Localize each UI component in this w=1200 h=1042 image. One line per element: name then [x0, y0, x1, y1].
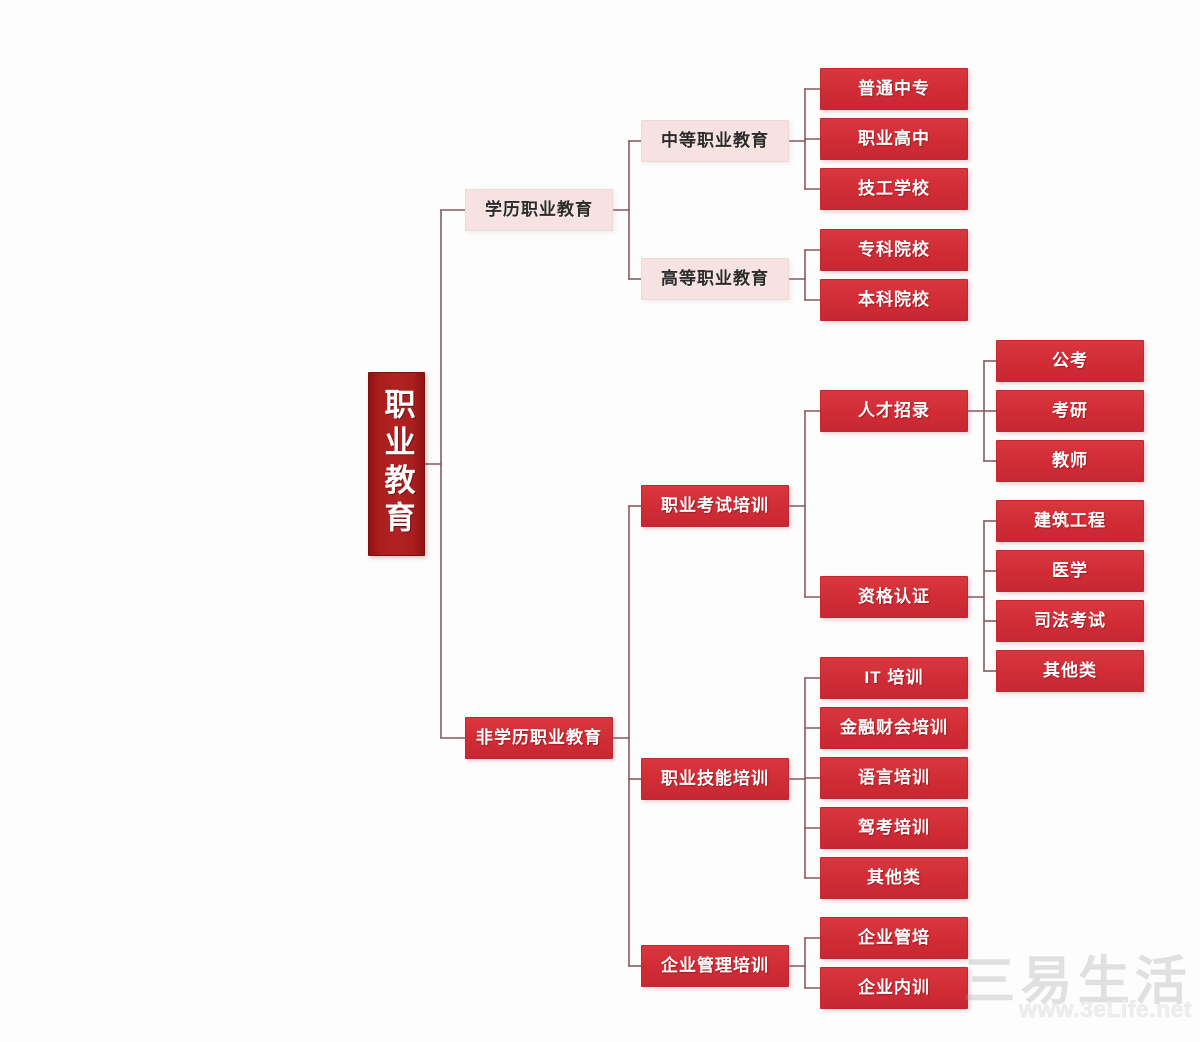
node-jianzhu-gongcheng[interactable]: 建筑工程: [996, 500, 1144, 542]
node-feixueli-zhiye-jiaoyu[interactable]: 非学历职业教育: [465, 717, 613, 759]
watermark-url: www.3eLife.net: [1018, 996, 1192, 1023]
node-benke-yuanxiao[interactable]: 本科院校: [820, 279, 968, 321]
node-jinrong-caikuai-peixun[interactable]: 金融财会培训: [820, 707, 968, 749]
node-it-peixun[interactable]: IT 培训: [820, 657, 968, 699]
node-jiaoshi[interactable]: 教师: [996, 440, 1144, 482]
node-zhiye-gaozhong[interactable]: 职业高中: [820, 118, 968, 160]
watermark: 三易生活 www.3eLife.net: [960, 956, 1192, 1036]
node-zhuanke-yuanxiao[interactable]: 专科院校: [820, 229, 968, 271]
node-jiakao-peixun[interactable]: 驾考培训: [820, 807, 968, 849]
node-zhiye-kaoshi-peixun[interactable]: 职业考试培训: [641, 485, 789, 527]
node-gaodeng-zhiye-jiaoyu[interactable]: 高等职业教育: [641, 258, 789, 300]
node-zhiye-jineng-peixun[interactable]: 职业技能培训: [641, 758, 789, 800]
node-qiye-guanli-peixun[interactable]: 企业管理培训: [641, 945, 789, 987]
node-rencai-zhaolu[interactable]: 人才招录: [820, 390, 968, 432]
node-sifa-kaoshi[interactable]: 司法考试: [996, 600, 1144, 642]
node-root[interactable]: 职业教育: [368, 372, 425, 556]
node-xueli-zhiye-jiaoyu[interactable]: 学历职业教育: [465, 189, 613, 231]
node-gongkao[interactable]: 公考: [996, 340, 1144, 382]
node-zige-renzheng[interactable]: 资格认证: [820, 576, 968, 618]
watermark-brand: 三易生活: [963, 953, 1192, 1011]
node-zige-qitalei[interactable]: 其他类: [996, 650, 1144, 692]
node-qiye-neixun[interactable]: 企业内训: [820, 967, 968, 1009]
node-yixue[interactable]: 医学: [996, 550, 1144, 592]
node-zhongdeng-zhiye-jiaoyu[interactable]: 中等职业教育: [641, 120, 789, 162]
node-jineng-qitalei[interactable]: 其他类: [820, 857, 968, 899]
node-putong-zhongzhuan[interactable]: 普通中专: [820, 68, 968, 110]
node-jigong-xuexiao[interactable]: 技工学校: [820, 168, 968, 210]
node-qiye-guanpei[interactable]: 企业管培: [820, 917, 968, 959]
node-yuyan-peixun[interactable]: 语言培训: [820, 757, 968, 799]
node-kaoyan[interactable]: 考研: [996, 390, 1144, 432]
